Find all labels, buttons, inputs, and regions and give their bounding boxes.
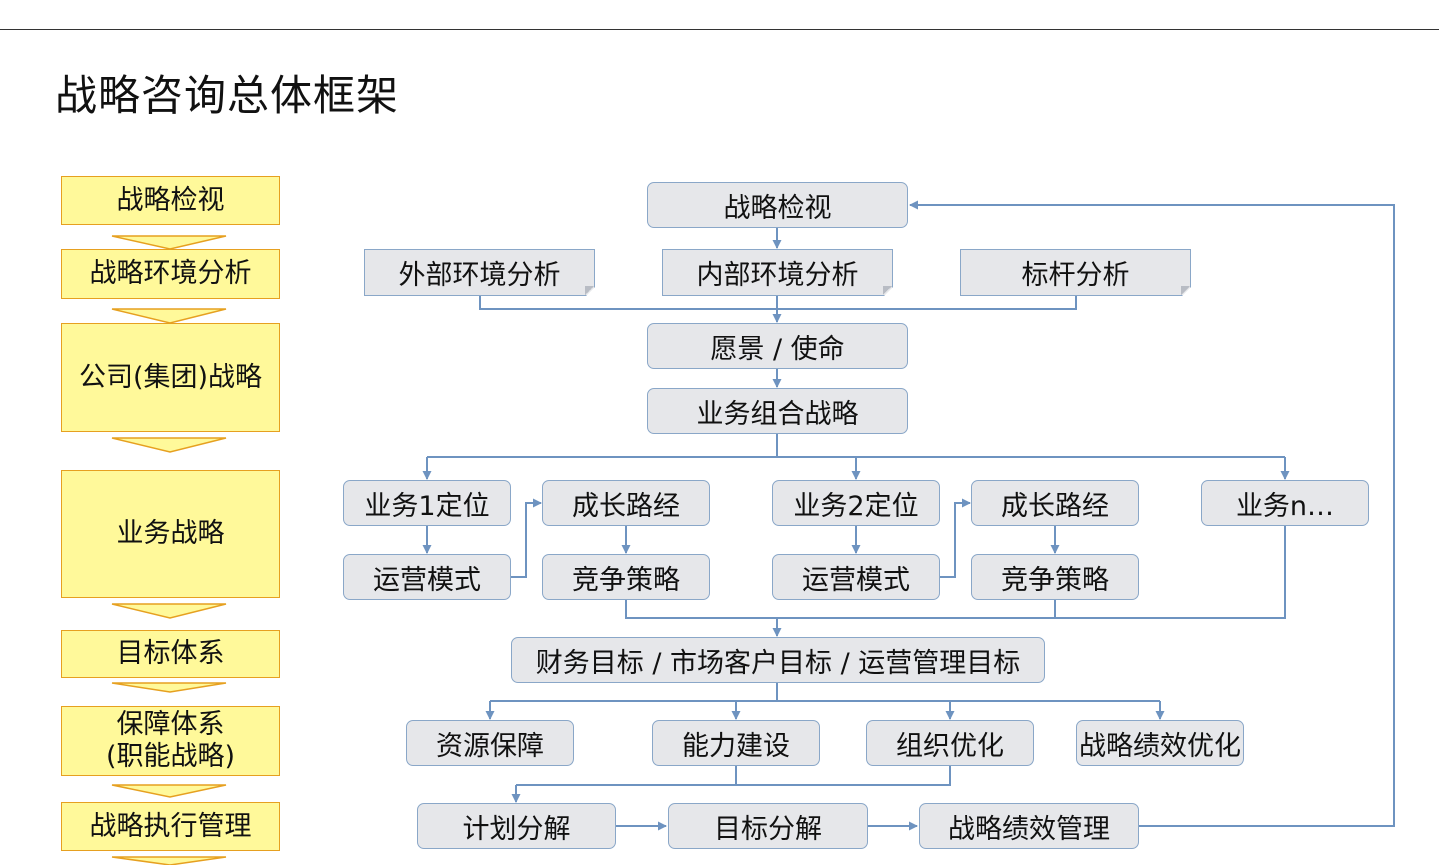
node-biz1-ops: 运营模式 — [343, 554, 511, 600]
node-review: 战略检视 — [647, 182, 908, 228]
chevron-6 — [111, 784, 227, 798]
biz-merge — [625, 526, 1286, 619]
chevron-7 — [111, 856, 227, 865]
page-title: 战略咨询总体框架 — [55, 71, 400, 120]
portfolio-split — [427, 434, 1285, 458]
node-targets: 财务目标 / 市场客户目标 / 运营管理目标 — [511, 637, 1045, 683]
node-biz2-position: 业务2定位 — [772, 480, 940, 526]
chevron-2 — [111, 308, 227, 324]
left-step-corporate: 公司(集团)战略 — [61, 323, 280, 432]
node-capability: 能力建设 — [652, 720, 820, 766]
left-chevrons — [111, 235, 227, 865]
chevron-5 — [111, 682, 227, 693]
node-benchmark: 标杆分析 — [960, 249, 1191, 296]
node-external-env: 外部环境分析 — [364, 249, 595, 296]
left-step-business: 业务战略 — [61, 470, 280, 598]
node-plan: 计划分解 — [417, 803, 616, 849]
left-step-environment: 战略环境分析 — [61, 249, 280, 299]
node-portfolio: 业务组合战略 — [647, 388, 908, 434]
left-step-targets: 目标体系 — [61, 630, 280, 678]
chevron-1 — [111, 235, 227, 250]
chevron-4 — [111, 603, 227, 619]
node-perf-optimize: 战略绩效优化 — [1076, 720, 1244, 766]
node-org: 组织优化 — [866, 720, 1034, 766]
node-goal: 目标分解 — [668, 803, 868, 849]
node-biz2-compete: 竞争策略 — [971, 554, 1139, 600]
support-merge — [516, 766, 951, 786]
targets-split — [490, 683, 1160, 702]
node-resource: 资源保障 — [406, 720, 574, 766]
chevron-3 — [111, 437, 227, 453]
node-biz1-compete: 竞争策略 — [542, 554, 710, 600]
flow-connectors — [422, 200, 1395, 831]
biz1-ops-to-growth — [511, 498, 542, 578]
node-biz2-growth: 成长路经 — [971, 480, 1139, 526]
node-biz-n: 业务n… — [1201, 480, 1369, 526]
left-step-execution: 战略执行管理 — [61, 802, 280, 851]
node-internal-env: 内部环境分析 — [662, 249, 893, 296]
left-step-support: 保障体系 (职能战略) — [61, 706, 280, 776]
node-biz1-position: 业务1定位 — [343, 480, 511, 526]
header-rule — [0, 29, 1439, 30]
node-biz1-growth: 成长路经 — [542, 480, 710, 526]
node-vision: 愿景 / 使命 — [647, 323, 908, 369]
left-step-review: 战略检视 — [61, 176, 280, 225]
biz2-ops-to-growth — [940, 498, 971, 578]
node-biz2-ops: 运营模式 — [772, 554, 940, 600]
feedback-loop — [909, 200, 1395, 827]
node-perf-mgmt: 战略绩效管理 — [919, 803, 1139, 849]
